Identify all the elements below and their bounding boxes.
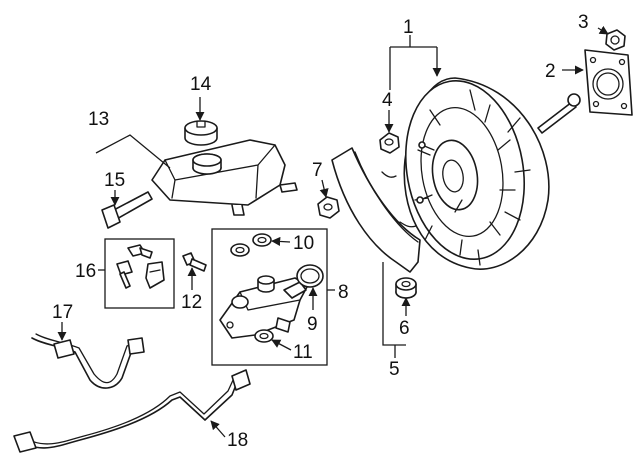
kit-box-8 (211, 228, 328, 366)
callout-2: 2 (545, 61, 556, 82)
nut-6 (395, 277, 417, 299)
kit-box-16 (104, 238, 175, 309)
o-ring (296, 264, 324, 288)
callout-16: 16 (75, 261, 96, 282)
callout-8: 8 (338, 282, 349, 303)
brake-line-18 (13, 369, 251, 453)
callout-7: 7 (312, 160, 323, 181)
gasket (584, 49, 633, 116)
callout-3: 3 (578, 12, 589, 33)
callout-labels: 1 2 3 4 5 6 7 8 9 10 11 12 13 14 15 16 1… (52, 12, 589, 451)
callout-14: 14 (190, 74, 212, 95)
callout-10: 10 (293, 233, 314, 254)
callout-15: 15 (104, 170, 125, 191)
sensor-kit (116, 244, 165, 289)
callout-4: 4 (382, 90, 393, 111)
fluid-reservoir (151, 139, 298, 216)
brake-line-17 (31, 333, 145, 389)
seal-grommets (230, 233, 274, 343)
nut-3 (605, 29, 626, 51)
callout-5: 5 (389, 359, 400, 380)
nut-4 (379, 132, 400, 154)
nut-7 (317, 196, 340, 219)
brake-booster (403, 77, 581, 270)
leader-lines (57, 25, 609, 438)
callout-17: 17 (52, 302, 73, 323)
heat-shield (331, 147, 421, 273)
reservoir-cap (184, 120, 218, 146)
callout-11: 11 (293, 342, 313, 363)
callout-9: 9 (307, 314, 318, 335)
callout-12: 12 (181, 292, 202, 313)
master-cylinder (219, 275, 309, 339)
callout-6: 6 (399, 318, 410, 339)
bleeder-bolt (182, 252, 207, 272)
level-sensor (101, 191, 153, 229)
callout-18: 18 (227, 430, 248, 451)
callout-13: 13 (88, 109, 109, 130)
callout-1: 1 (403, 17, 414, 38)
